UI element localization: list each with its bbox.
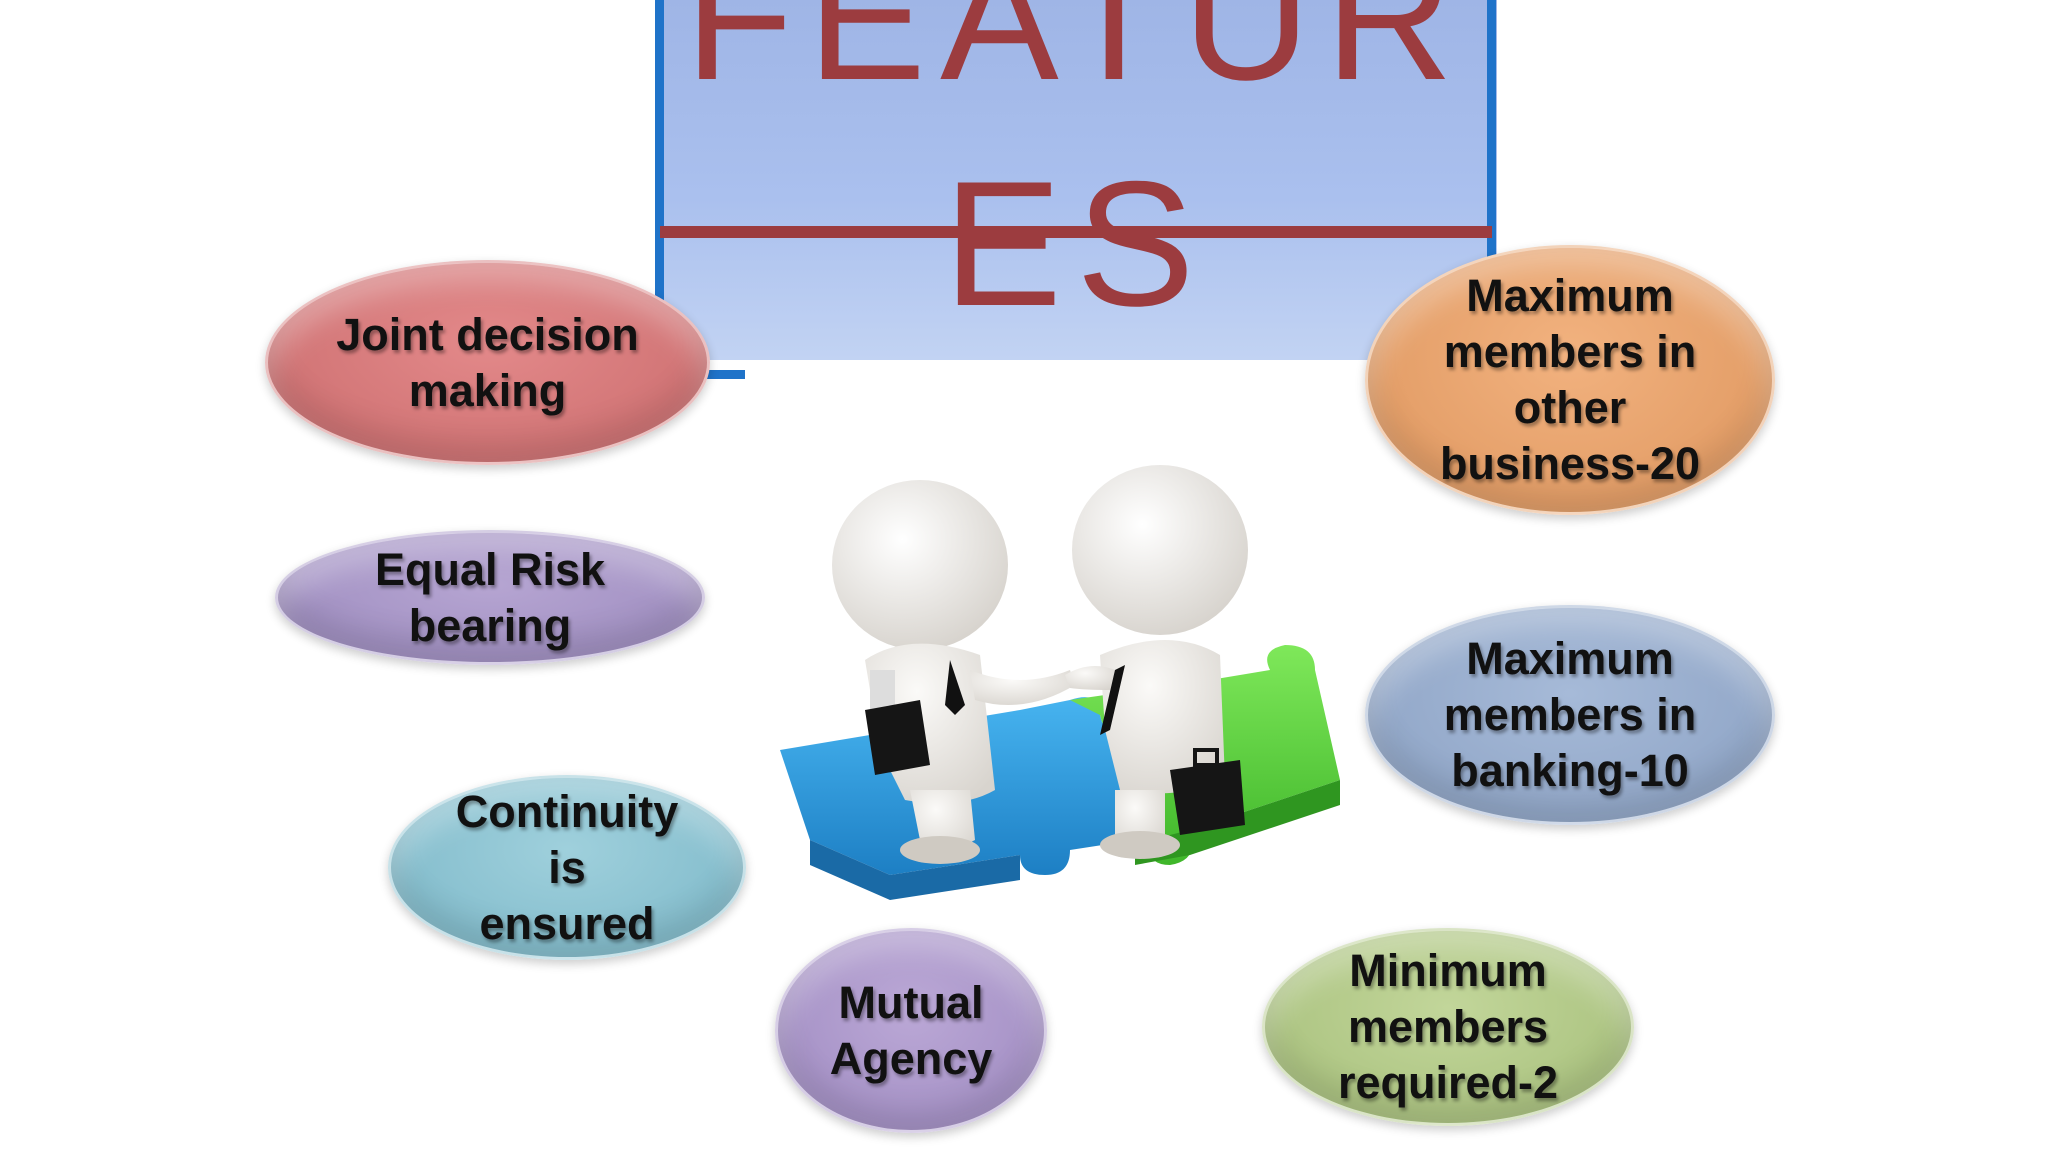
feature-max-banking-label: Maximum members in banking-10 xyxy=(1443,633,1697,796)
feature-max-other-label: Maximum members in other business-20 xyxy=(1439,270,1701,489)
feature-continuity-label: Continuity is ensured xyxy=(455,785,679,949)
title-frame-left xyxy=(655,0,664,378)
slide-title: FEATURES xyxy=(684,0,1468,343)
feature-max-members-other-business: Maximum members in other business-20 xyxy=(1365,245,1775,515)
feature-max-members-banking: Maximum members in banking-10 xyxy=(1365,605,1775,825)
feature-continuity-ensured: Continuity is ensured xyxy=(388,775,746,960)
feature-risk-label: Equal Risk bearing xyxy=(374,543,606,651)
handshake-on-puzzle-icon xyxy=(780,465,1340,900)
feature-equal-risk-bearing: Equal Risk bearing xyxy=(275,530,705,665)
feature-minimum-members: Minimum members required-2 xyxy=(1262,928,1634,1126)
title-frame-right xyxy=(1487,0,1496,378)
feature-minimum-label: Minimum members required-2 xyxy=(1337,945,1559,1108)
title-underline xyxy=(660,226,1492,238)
feature-mutual-label: Mutual Agency xyxy=(829,976,993,1084)
feature-mutual-agency: Mutual Agency xyxy=(775,928,1047,1133)
title-box xyxy=(655,0,1497,360)
feature-joint-decision-making: Joint decision making xyxy=(265,260,710,465)
feature-joint-label: Joint decision making xyxy=(336,308,639,416)
